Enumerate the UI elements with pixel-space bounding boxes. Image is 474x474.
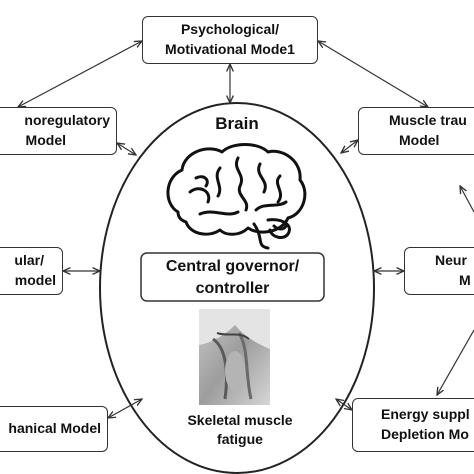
governor-line-2: controller bbox=[195, 280, 270, 297]
governor-text: Central governor/ controller bbox=[141, 256, 324, 300]
biomechanical-line-1: hanical Model bbox=[8, 420, 101, 437]
arrow-psych-to-thermo bbox=[18, 41, 142, 107]
governor-box bbox=[140, 252, 325, 302]
energy-depletion-model-box: Energy suppl Depletion Mo bbox=[352, 398, 474, 452]
arrow-muscle-trauma-to-neuro bbox=[460, 186, 474, 213]
muscle-trauma-model-box: Muscle trau Model bbox=[358, 107, 474, 155]
arrow-muscle-trauma-to-brain bbox=[341, 140, 358, 153]
arrow-biomech-to-ellipse bbox=[108, 399, 142, 418]
brain-label: Brain bbox=[215, 114, 259, 133]
thermoregulatory-line-1: noregulatory bbox=[24, 112, 110, 129]
arrow-psych-to-muscle-trauma bbox=[318, 41, 428, 107]
psychological-line-2: Motivational Mode1 bbox=[165, 41, 295, 57]
thermoregulatory-line-2: Model bbox=[25, 132, 66, 148]
fatigue-caption: Skeletal muscle fatigue bbox=[140, 411, 340, 449]
caption-line-2: fatigue bbox=[217, 430, 263, 447]
caption-line-1: Skeletal muscle bbox=[187, 412, 293, 428]
neuro-line-2: M bbox=[459, 272, 471, 288]
brain-icon bbox=[166, 143, 307, 250]
thermoregulatory-model-box: noregulatory Model bbox=[0, 107, 117, 155]
central-ellipse bbox=[99, 102, 375, 474]
psychological-line-1: Psychological/ bbox=[180, 21, 280, 38]
governor-line-1: Central governor/ bbox=[165, 258, 300, 275]
psychological-model-box: Psychological/ Motivational Mode1 bbox=[142, 16, 318, 64]
skeletal-muscle-photo bbox=[199, 309, 270, 405]
muscle-trauma-line-1: Muscle trau bbox=[389, 112, 467, 129]
neuro-line-1: Neur bbox=[435, 252, 467, 269]
muscle-trauma-line-2: Model bbox=[399, 132, 440, 148]
energy-line-2: Depletion Mo bbox=[381, 426, 469, 442]
arrow-neuro-to-energy bbox=[437, 329, 474, 395]
arrow-thermo-to-brain bbox=[117, 143, 136, 155]
arrow-energy-to-ellipse bbox=[336, 399, 352, 410]
cardiovascular-model-box: ular/ model bbox=[0, 247, 63, 295]
cardiovascular-line-2: model bbox=[14, 272, 56, 288]
biomechanical-model-box: hanical Model bbox=[0, 406, 108, 452]
neuro-model-box: Neur M bbox=[404, 247, 474, 295]
cardiovascular-line-1: ular/ bbox=[14, 252, 44, 269]
energy-line-1: Energy suppl bbox=[381, 406, 470, 423]
